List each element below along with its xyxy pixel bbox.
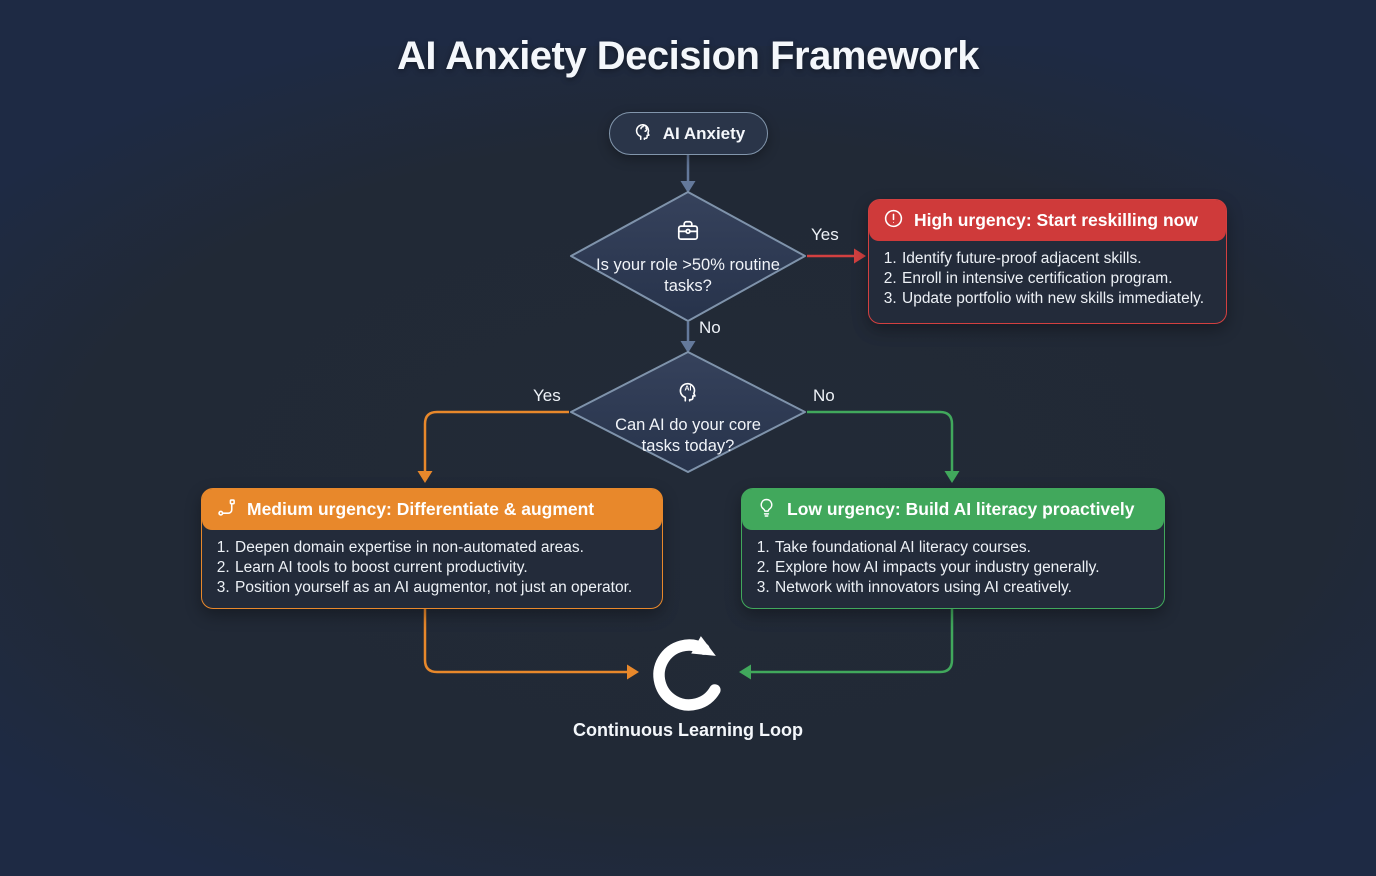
outcome-low-urgency: Low urgency: Build AI literacy proactive…: [741, 488, 1165, 609]
connector-d2-no: [807, 410, 960, 483]
step-item: Take foundational AI literacy courses.: [774, 538, 1152, 558]
decision2-question: Can AI do your core tasks today?: [615, 415, 761, 455]
refresh-cw-icon: [645, 631, 733, 719]
start-node-ai-anxiety: AI Anxiety: [609, 112, 768, 155]
outcome-medium-header: Medium urgency: Differentiate & augment: [202, 489, 662, 530]
step-item: Learn AI tools to boost current producti…: [234, 558, 650, 578]
decision2-content: AI Can AI do your core tasks today?: [588, 358, 788, 476]
loop-label: Continuous Learning Loop: [573, 720, 803, 740]
connector-low-to-loop: [739, 608, 954, 680]
outcome-low-header: Low urgency: Build AI literacy proactive…: [742, 489, 1164, 530]
outcome-low-steps: Take foundational AI literacy courses.Ex…: [742, 530, 1164, 606]
briefcase-icon: [675, 218, 701, 249]
outcome-high-steps: Identify future-proof adjacent skills.En…: [869, 241, 1226, 317]
step-item: Update portfolio with new skills immedia…: [901, 289, 1214, 309]
route-icon: [216, 497, 237, 523]
decision1-content: Is your role >50% routine tasks?: [588, 198, 788, 316]
outcome-medium-urgency: Medium urgency: Differentiate & augment …: [201, 488, 663, 609]
connector-d1-no: [680, 322, 696, 353]
step-item: Network with innovators using AI creativ…: [774, 578, 1152, 598]
outcome-high-header: High urgency: Start reskilling now: [869, 200, 1226, 241]
connector-start-to-d1: [680, 154, 696, 193]
ai-head-icon: AI: [675, 378, 701, 409]
outcome-medium-title: Medium urgency: Differentiate & augment: [247, 499, 595, 519]
edge-label-d1-yes: Yes: [811, 225, 839, 244]
edge-label-d1-no: No: [699, 318, 721, 337]
step-item: Position yourself as an AI augmentor, no…: [234, 578, 650, 598]
step-item: Deepen domain expertise in non-automated…: [234, 538, 650, 558]
edge-label-d2-yes: Yes: [533, 386, 561, 405]
outcome-high-title: High urgency: Start reskilling now: [914, 210, 1198, 230]
connector-d1-yes: [807, 248, 866, 264]
page-title: AI Anxiety Decision Framework: [397, 34, 979, 78]
start-node-label: AI Anxiety: [662, 123, 746, 143]
decision1-question: Is your role >50% routine tasks?: [596, 255, 780, 295]
alert-circle-icon: [883, 208, 904, 234]
edge-label-d2-no: No: [813, 386, 835, 405]
step-item: Enroll in intensive certification progra…: [901, 269, 1214, 289]
outcome-high-urgency: High urgency: Start reskilling now Ident…: [868, 199, 1227, 324]
outcome-medium-steps: Deepen domain expertise in non-automated…: [202, 530, 662, 606]
connector-medium-to-loop: [423, 608, 639, 680]
outcome-low-title: Low urgency: Build AI literacy proactive…: [787, 499, 1135, 519]
svg-text:AI: AI: [684, 385, 691, 392]
lightbulb-icon: [756, 497, 777, 523]
brain-head-icon: [632, 120, 654, 147]
step-item: Explore how AI impacts your industry gen…: [774, 558, 1152, 578]
step-item: Identify future-proof adjacent skills.: [901, 249, 1214, 269]
connector-d2-yes: [417, 410, 569, 483]
